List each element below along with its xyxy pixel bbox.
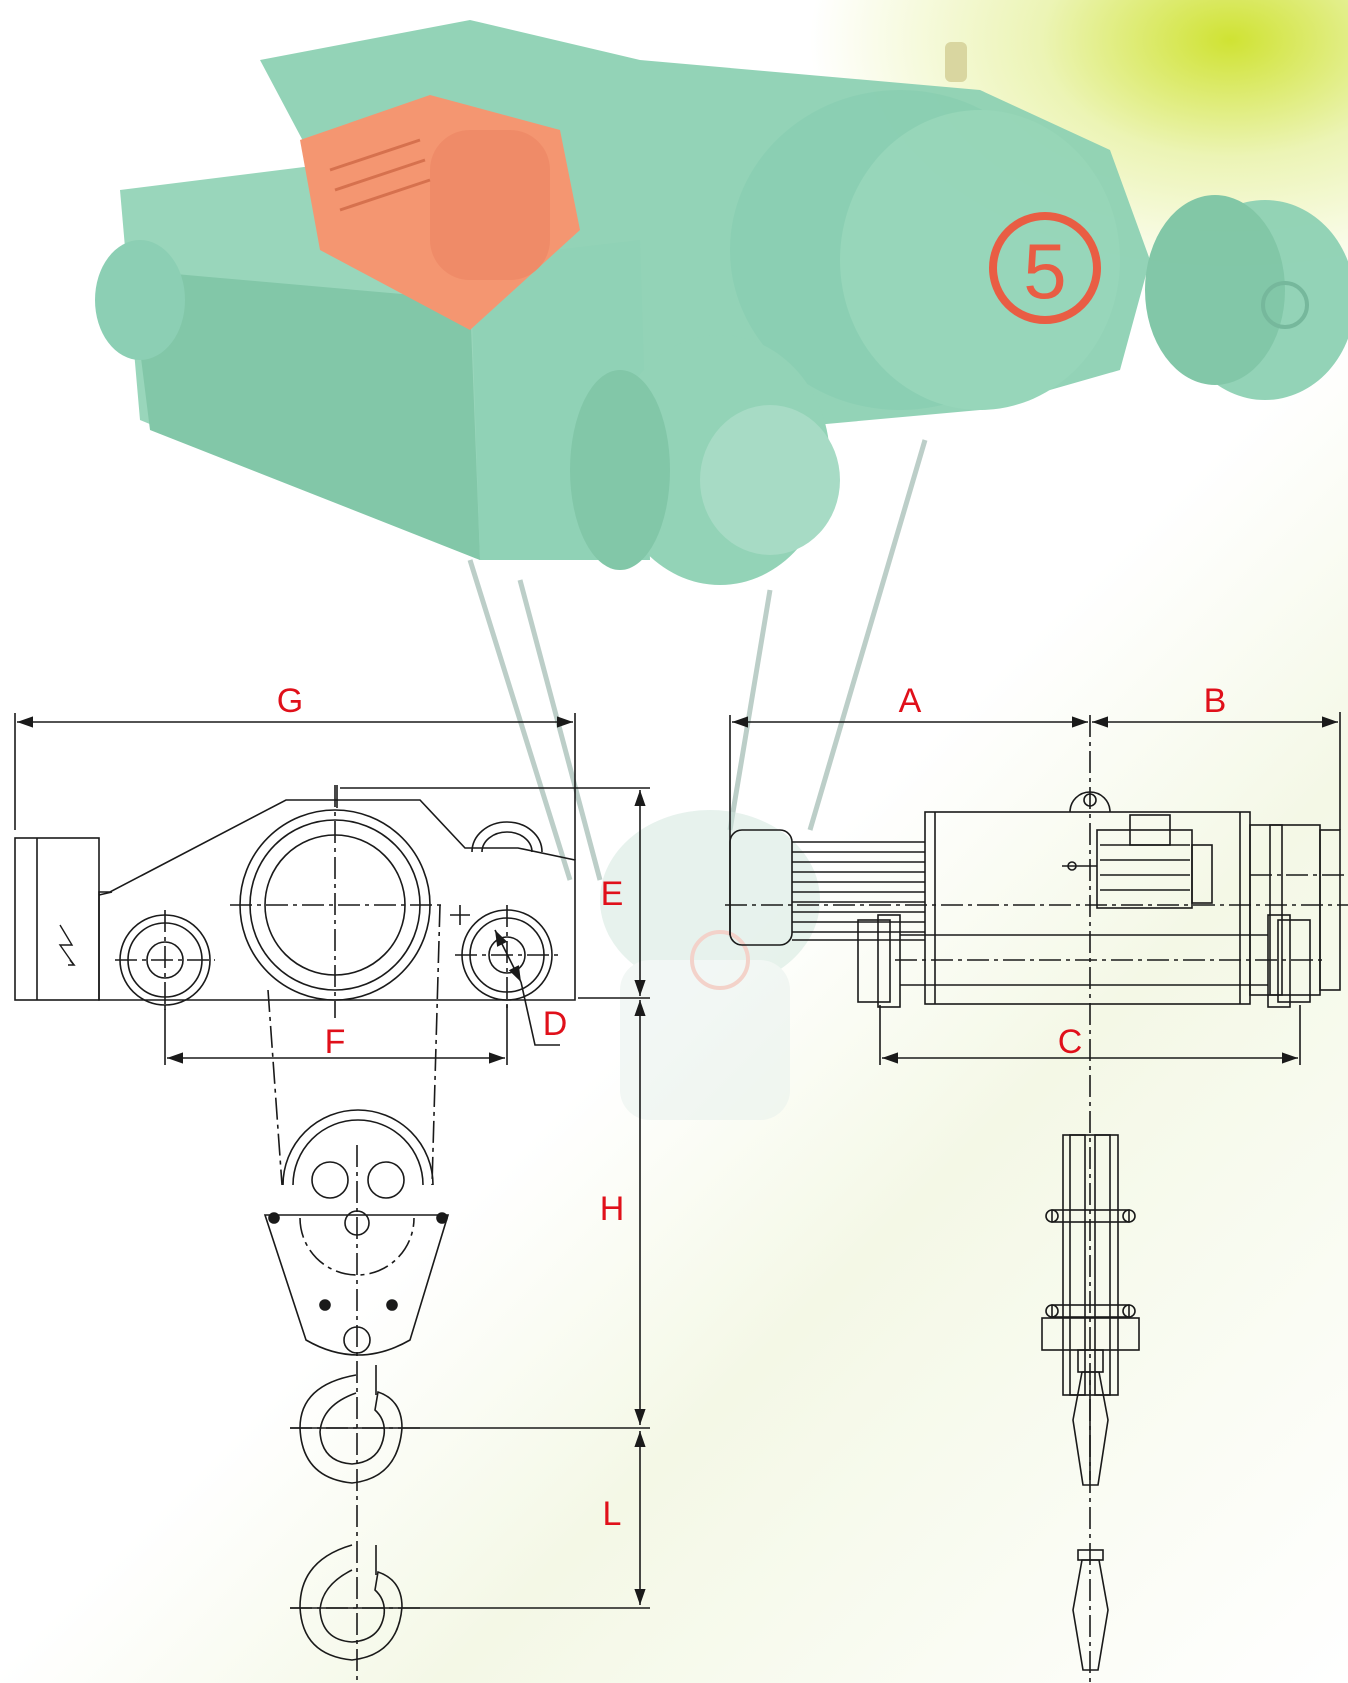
ropes [467,439,928,881]
end-view-drawing [14,785,576,1186]
electrical-box [14,837,100,1001]
label-h: H [600,1190,625,1228]
hook-block-drawing [263,1109,450,1683]
hook-block-photo [600,810,820,1120]
motor-photo [300,95,580,330]
label-l: L [603,1495,622,1533]
label-e: E [601,875,624,913]
label-f: F [325,1023,346,1061]
label-g: G [277,682,303,720]
badge-logo: 5 [989,212,1101,324]
label-b: B [1204,682,1227,720]
svg-text:5: 5 [1023,227,1066,315]
lightning-bolt-icon [58,924,76,966]
side-view-drawing [725,715,1348,1683]
hoist-photo: 5 [95,20,1348,1120]
dimension-labels: G A B E D F C H L [277,682,1227,1533]
label-c: C [1058,1023,1083,1061]
label-d: D [543,1005,568,1043]
label-a: A [899,682,922,720]
technical-drawing [14,712,1348,1683]
